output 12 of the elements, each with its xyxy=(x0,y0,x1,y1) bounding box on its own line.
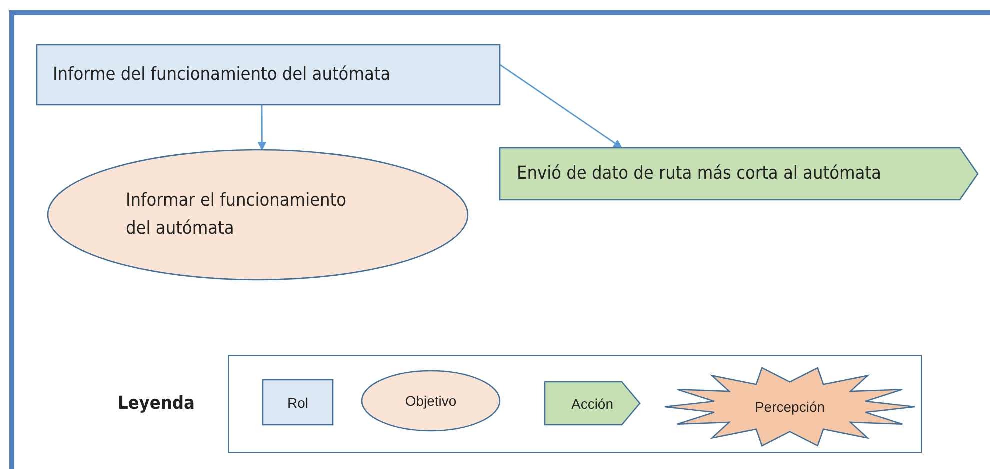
arrow xyxy=(258,105,267,151)
legend-text: Rol xyxy=(287,394,308,410)
legend-text: Acción xyxy=(571,396,614,412)
goal-ellipse xyxy=(48,150,468,280)
arrow xyxy=(500,64,623,149)
legend-text: Percepción xyxy=(754,399,826,415)
node-text: Envió de dato de ruta más corta al autómata xyxy=(517,162,882,186)
node-text: Informe del funcionamiento del autómata xyxy=(53,63,391,88)
legend-title: Leyenda xyxy=(118,393,195,414)
role-box xyxy=(37,45,500,105)
legend-text: Objetivo xyxy=(405,393,457,409)
node-text: Informar el funcionamiento del autómata xyxy=(126,189,348,241)
